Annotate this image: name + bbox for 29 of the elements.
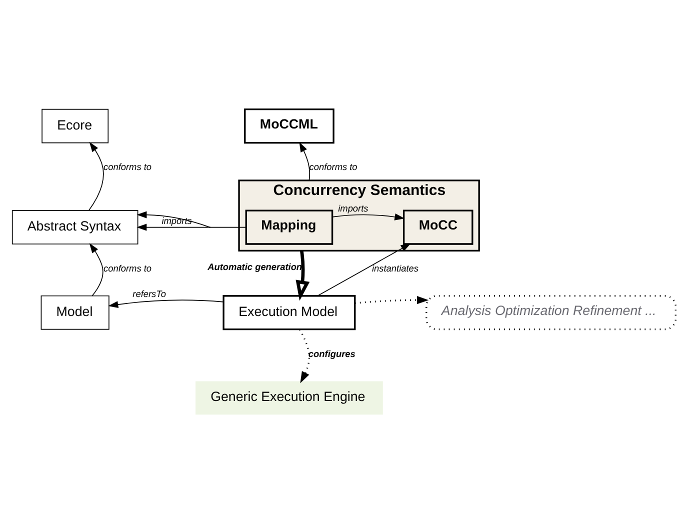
edge-label: imports (338, 202, 368, 213)
node-box: Ecore (42, 108, 109, 143)
edge-label: refersTo (132, 288, 166, 298)
edge-label: conforms to (104, 162, 152, 172)
arrow (136, 223, 247, 230)
arrow (332, 212, 405, 220)
arrow (296, 250, 310, 300)
node-box: MoCCML (244, 108, 334, 144)
node-box: Generic Execution Engine (196, 380, 383, 414)
arrow (299, 328, 310, 383)
edge-label: Automatic generation (208, 261, 302, 272)
arrow (88, 141, 104, 210)
node-box: Mapping (245, 209, 334, 244)
edge-label: configures (308, 348, 356, 358)
node-box: Model (40, 294, 110, 330)
edge-label: conforms to (104, 262, 152, 273)
edge-label: imports (162, 215, 192, 226)
arrow (317, 242, 411, 296)
node-box: MoCC (402, 209, 474, 244)
edge-label: instantiates (372, 262, 419, 273)
node-box: Analysis Optimization Refinement ... (426, 294, 676, 330)
node-box: Abstract Syntax (12, 210, 138, 244)
arrow (108, 299, 224, 308)
arrow (89, 242, 104, 296)
arrow (136, 210, 210, 227)
node-box: Execution Model (222, 294, 356, 330)
arrow (354, 295, 429, 304)
edge-label: conforms to (309, 162, 358, 172)
arrow (299, 141, 310, 180)
